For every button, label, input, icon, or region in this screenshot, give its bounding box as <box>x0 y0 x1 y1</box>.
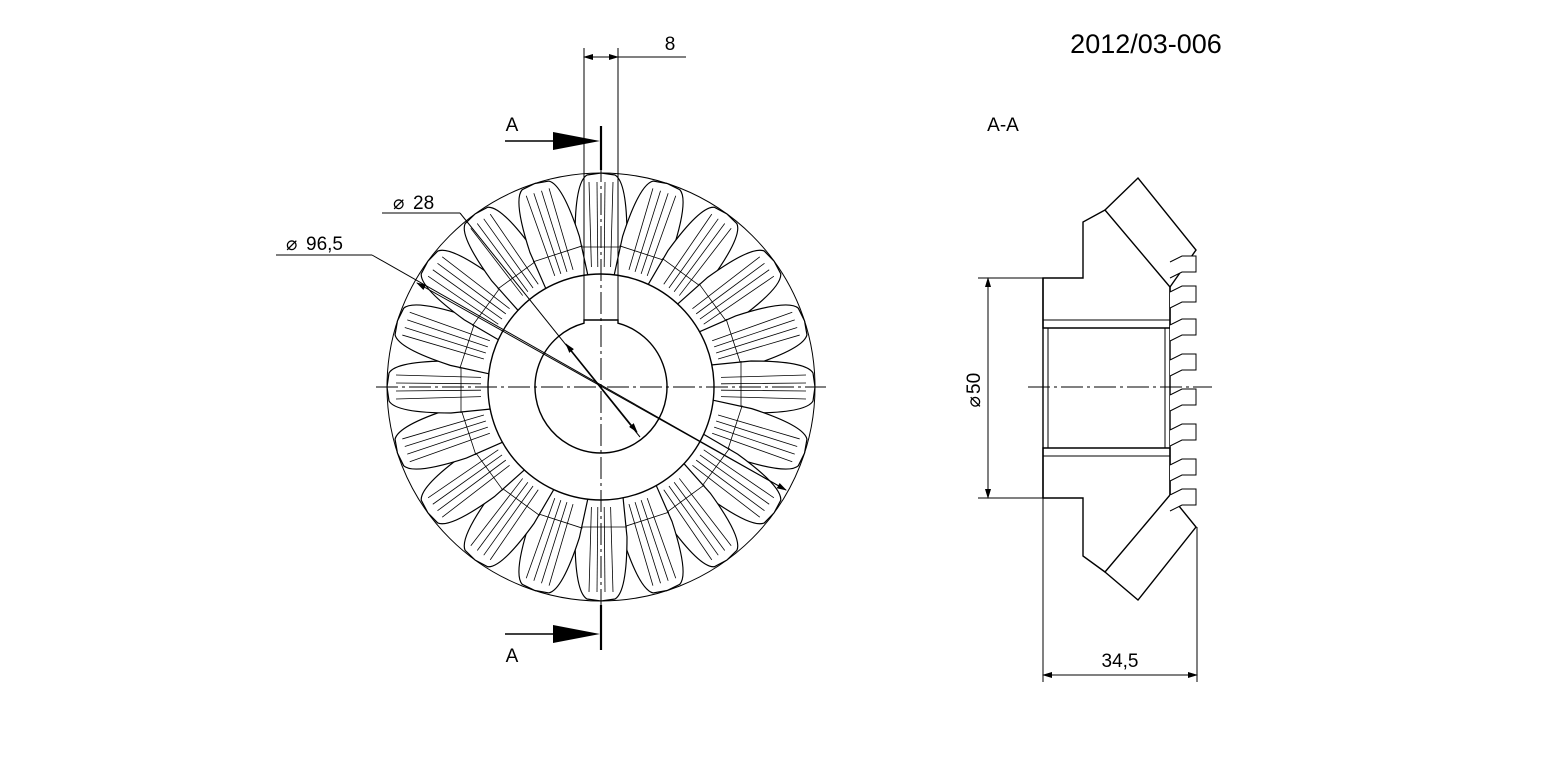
hub-diameter-symbol: ⌀ <box>964 396 985 407</box>
overall-length-dimension: 34,5 <box>1102 651 1139 672</box>
gear-section-view <box>1042 176 1197 602</box>
section-tooth <box>1169 423 1197 447</box>
keyway-width-dimension: 8 <box>665 34 676 55</box>
section-label-top: A <box>506 115 519 136</box>
bore-diameter-dimension: 28 <box>413 193 434 214</box>
section-tooth <box>1169 255 1197 279</box>
outer-dim-line <box>416 282 787 491</box>
section-tooth <box>1169 488 1197 512</box>
section-hatch-bottom <box>1042 447 1171 573</box>
tooth-profile-bottom <box>1104 494 1197 602</box>
section-hatch-top <box>1042 209 1171 329</box>
section-teeth-profile <box>1169 255 1197 512</box>
section-tooth <box>1169 353 1197 377</box>
section-tooth <box>1169 388 1197 412</box>
bore-diameter-symbol: ⌀ <box>393 193 404 214</box>
outer-diameter-dimension: 96,5 <box>306 234 343 255</box>
section-arrow-bottom-head <box>553 625 600 643</box>
section-title: A-A <box>987 115 1019 136</box>
gear-tooth <box>518 180 589 290</box>
gear-tooth <box>613 484 684 594</box>
gear-tooth <box>574 172 628 278</box>
section-arrow-top-head <box>553 132 600 150</box>
section-tooth <box>1169 318 1197 342</box>
section-tooth <box>1169 285 1197 309</box>
drawing-number: 2012/03-006 <box>1070 29 1222 59</box>
hub-diameter-dimension: 50 <box>964 373 985 394</box>
outer-diameter-symbol: ⌀ <box>286 234 297 255</box>
section-tooth <box>1169 458 1197 482</box>
section-label-bottom: A <box>506 646 519 667</box>
